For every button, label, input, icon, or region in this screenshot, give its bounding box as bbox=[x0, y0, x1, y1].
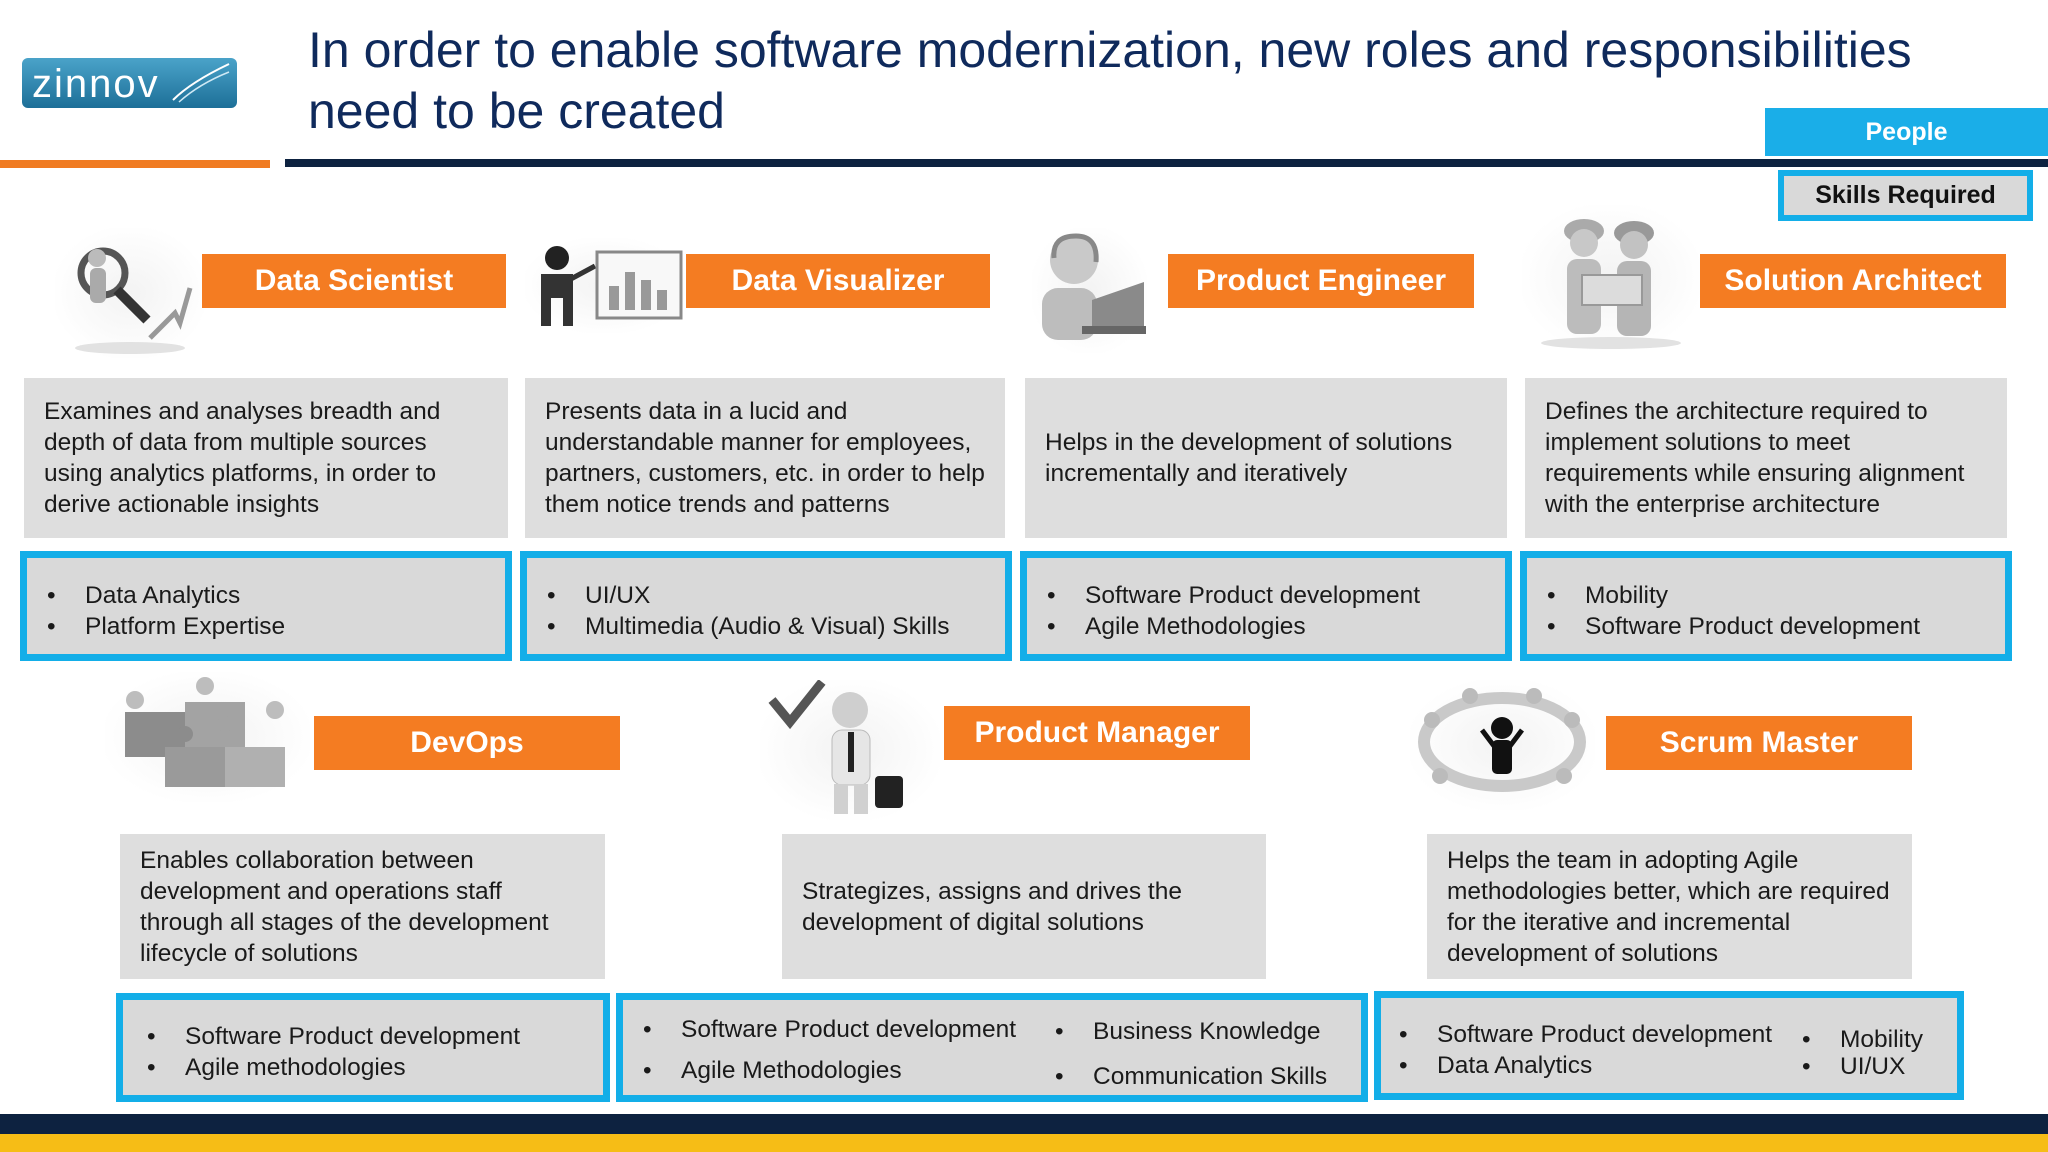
description-text: Defines the architecture required to imp… bbox=[1545, 398, 1965, 518]
role-label-data-visualizer: Data Visualizer bbox=[686, 254, 990, 308]
skill-item: Mobility bbox=[1547, 580, 2005, 611]
description-data-visualizer: Presents data in a lucid and understanda… bbox=[525, 378, 1005, 538]
skill-item: Software Product development bbox=[147, 1021, 603, 1052]
data-scientist-icon bbox=[55, 228, 205, 358]
skill-item: UI/UX bbox=[547, 580, 1005, 611]
product-engineer-icon bbox=[1032, 228, 1147, 353]
solution-architect-icon bbox=[1522, 205, 1700, 350]
role-label-devops: DevOps bbox=[314, 716, 620, 770]
zinnov-logo: zinnov bbox=[22, 58, 237, 108]
role-label-scrum-master: Scrum Master bbox=[1606, 716, 1912, 770]
description-scrum-master: Helps the team in adopting Agile methodo… bbox=[1427, 834, 1912, 979]
skill-item: Data Analytics bbox=[1399, 1050, 1772, 1081]
navy-divider bbox=[285, 159, 2048, 167]
skill-item: Platform Expertise bbox=[47, 611, 505, 642]
skill-item: Agile methodologies bbox=[147, 1052, 603, 1083]
skill-item: Agile Methodologies bbox=[1047, 611, 1505, 642]
scrum-master-icon bbox=[1410, 680, 1595, 810]
skills-box-scrum-master: Software Product developmentData Analyti… bbox=[1374, 991, 1964, 1100]
orange-divider bbox=[0, 160, 270, 168]
devops-puzzle-icon bbox=[105, 672, 310, 802]
skill-item: Mobility bbox=[1802, 1026, 1923, 1053]
skills-box-product-manager: Software Product developmentAgile Method… bbox=[616, 993, 1368, 1102]
skill-item: Software Product development bbox=[643, 1009, 1016, 1050]
skill-item: UI/UX bbox=[1802, 1053, 1923, 1080]
description-data-scientist: Examines and analyses breadth and depth … bbox=[24, 378, 508, 538]
role-label-product-engineer: Product Engineer bbox=[1168, 254, 1474, 308]
description-product-manager: Strategizes, assigns and drives the deve… bbox=[782, 834, 1266, 979]
skills-box-data-visualizer: UI/UXMultimedia (Audio & Visual) Skills bbox=[520, 551, 1012, 661]
description-text: Helps in the development of solutions in… bbox=[1045, 429, 1453, 487]
description-text: Strategizes, assigns and drives the deve… bbox=[802, 877, 1182, 936]
skills-box-product-engineer: Software Product developmentAgile Method… bbox=[1020, 551, 1512, 661]
skill-item: Software Product development bbox=[1547, 611, 2005, 642]
role-label-data-scientist: Data Scientist bbox=[202, 254, 506, 308]
logo-text: zinnov bbox=[32, 62, 160, 106]
description-text: Enables collaboration between developmen… bbox=[140, 846, 549, 967]
data-visualizer-icon bbox=[525, 238, 685, 333]
skill-item: Software Product development bbox=[1047, 580, 1505, 611]
skills-box-data-scientist: Data AnalyticsPlatform Expertise bbox=[20, 551, 512, 661]
skills-required-legend: Skills Required bbox=[1778, 170, 2033, 221]
description-text: Helps the team in adopting Agile methodo… bbox=[1447, 846, 1890, 967]
skill-item: Business Knowledge bbox=[1055, 1009, 1327, 1054]
role-label-solution-architect: Solution Architect bbox=[1700, 254, 2006, 308]
people-label: People bbox=[1765, 108, 2048, 156]
skill-item: Agile Methodologies bbox=[643, 1050, 1016, 1091]
footer-navy-bar bbox=[0, 1114, 2048, 1134]
skills-box-solution-architect: MobilitySoftware Product development bbox=[1520, 551, 2012, 661]
logo-swoosh-icon bbox=[172, 63, 230, 103]
footer-gold-bar bbox=[0, 1134, 2048, 1152]
skills-box-devops: Software Product developmentAgile method… bbox=[116, 993, 610, 1102]
product-manager-icon bbox=[760, 679, 940, 820]
page-title: In order to enable software modernizatio… bbox=[308, 22, 1912, 139]
description-solution-architect: Defines the architecture required to imp… bbox=[1525, 378, 2007, 538]
skill-item: Multimedia (Audio & Visual) Skills bbox=[547, 611, 1005, 642]
skill-item: Communication Skills bbox=[1055, 1054, 1327, 1099]
description-devops: Enables collaboration between developmen… bbox=[120, 834, 605, 979]
skill-item: Software Product development bbox=[1399, 1019, 1772, 1050]
skill-item: Data Analytics bbox=[47, 580, 505, 611]
description-text: Examines and analyses breadth and depth … bbox=[44, 398, 441, 518]
description-product-engineer: Helps in the development of solutions in… bbox=[1025, 378, 1507, 538]
description-text: Presents data in a lucid and understanda… bbox=[545, 398, 985, 518]
role-label-product-manager: Product Manager bbox=[944, 706, 1250, 760]
